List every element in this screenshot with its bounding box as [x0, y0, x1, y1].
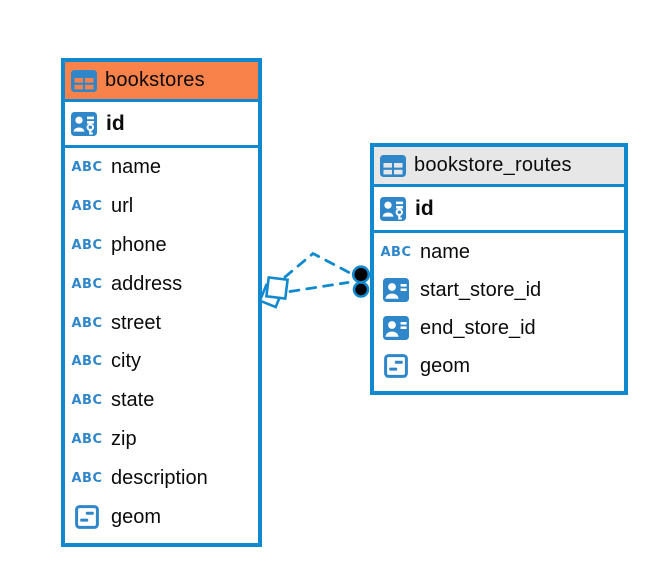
column-row[interactable]: ABC description	[65, 459, 258, 498]
stacked-dots-marker[interactable]	[351, 265, 371, 298]
column-row[interactable]: ABC url	[65, 187, 258, 226]
person-card-icon	[381, 278, 411, 302]
column-name: start_store_id	[420, 278, 542, 301]
relationship-line[interactable]	[288, 281, 350, 293]
column-row[interactable]: ABC address	[65, 265, 258, 304]
primary-key-name: id	[415, 196, 434, 220]
bookstore-routes-table[interactable]: bookstore_routes id ABC name	[370, 143, 628, 395]
table-header[interactable]: bookstores	[65, 62, 258, 102]
bookstores-table[interactable]: bookstores id ABC name ABC url ABC phone	[61, 58, 262, 547]
column-name: state	[111, 389, 155, 412]
table-icon	[71, 69, 97, 92]
column-row[interactable]: geom	[65, 498, 258, 537]
abc-text-icon: ABC	[71, 315, 103, 331]
column-name: phone	[111, 233, 167, 256]
abc-text-icon: ABC	[71, 470, 103, 487]
column-name: zip	[111, 428, 137, 451]
column-row[interactable]: end_store_id	[374, 309, 624, 347]
column-name: end_store_id	[420, 316, 536, 339]
abc-text-icon: ABC	[380, 244, 412, 260]
table-title: bookstore_routes	[414, 154, 572, 176]
column-row[interactable]: ABC phone	[65, 226, 258, 265]
column-name: name	[420, 240, 471, 263]
abc-text-icon: ABC	[71, 198, 103, 215]
column-name: city	[111, 350, 141, 373]
abc-text-icon: ABC	[71, 159, 103, 176]
abc-text-icon: ABC	[71, 392, 103, 409]
person-key-icon	[71, 111, 97, 136]
abc-text-icon: ABC	[71, 431, 103, 448]
column-row[interactable]: geom	[374, 347, 624, 385]
column-row[interactable]: ABC city	[65, 342, 258, 381]
table-title: bookstores	[105, 69, 205, 91]
person-card-icon	[381, 316, 411, 340]
column-name: geom	[111, 505, 162, 528]
primary-key-row[interactable]: id	[65, 102, 258, 148]
column-row[interactable]: ABC zip	[65, 420, 258, 459]
abc-text-icon: ABC	[71, 354, 103, 370]
column-name: name	[111, 155, 162, 178]
column-name: description	[111, 467, 208, 490]
table-header[interactable]: bookstore_routes	[374, 147, 624, 187]
geometry-icon	[72, 505, 102, 530]
column-name: address	[111, 272, 183, 295]
geometry-icon	[381, 354, 411, 378]
primary-key-name: id	[106, 111, 125, 135]
relationship-line[interactable]	[283, 251, 353, 279]
table-icon	[380, 154, 406, 177]
column-name: url	[111, 194, 134, 217]
person-key-icon	[380, 196, 406, 221]
abc-text-icon: ABC	[71, 276, 103, 292]
column-name: geom	[420, 354, 471, 377]
column-row[interactable]: ABC street	[65, 304, 258, 343]
abc-text-icon: ABC	[71, 237, 103, 254]
column-row[interactable]: ABC name	[374, 233, 624, 271]
overlapping-squares-marker[interactable]	[258, 275, 290, 309]
column-name: street	[111, 311, 162, 334]
column-row[interactable]: ABC name	[65, 148, 258, 187]
primary-key-row[interactable]: id	[374, 187, 624, 233]
column-row[interactable]: start_store_id	[374, 271, 624, 309]
column-row[interactable]: ABC state	[65, 381, 258, 420]
